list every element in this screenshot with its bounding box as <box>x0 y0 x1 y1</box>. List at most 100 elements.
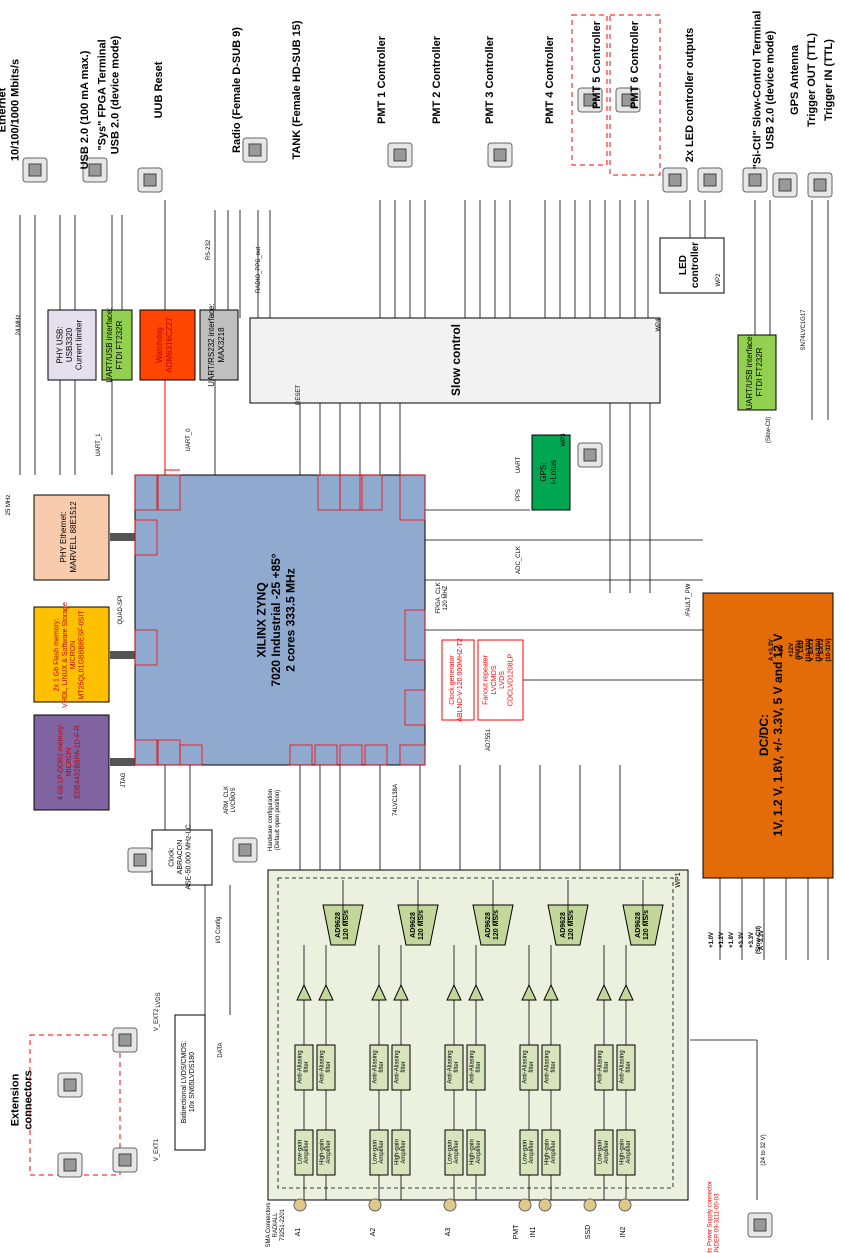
misc-radio_pps: RADIO_PPS_out <box>256 247 262 293</box>
misc-lvc138: 74LVC138A <box>393 784 399 816</box>
sma-pmt[interactable] <box>518 1198 532 1212</box>
adc4-aa-label-1: Anti-Aliasingfilter <box>523 1050 536 1083</box>
uart-usb2-label-line-1: FTDI FT232R <box>755 347 764 396</box>
dip-switch[interactable] <box>232 837 258 863</box>
misc-arm_clk: ARM_CLKLVCMOS <box>224 786 237 814</box>
adc2-aa-label-1: Anti-Aliasingfilter <box>373 1050 386 1083</box>
uart-rs232-block <box>199 309 239 381</box>
adc5-adc-label-0: AD9628120 MS/s <box>635 910 650 940</box>
led-out2[interactable] <box>697 167 723 193</box>
misc-wp4: WP4 <box>656 318 662 332</box>
pmt1-connector[interactable] <box>387 142 413 168</box>
dc-12v: +1.2V <box>719 932 725 948</box>
bank-7 <box>134 629 158 666</box>
power-connector[interactable] <box>747 1212 773 1238</box>
sma-ssd[interactable] <box>583 1198 597 1212</box>
ext-conn2[interactable] <box>57 1072 83 1098</box>
misc-wp3: WP3 <box>561 433 567 447</box>
ext-conn4[interactable] <box>57 1152 83 1178</box>
phy-usb-label-line-1: USB3320 <box>65 327 74 362</box>
led-out1[interactable] <box>662 167 688 193</box>
misc-lvds: LVDS <box>156 992 162 1007</box>
ext-conn1[interactable] <box>112 1027 138 1053</box>
input-in1-4: IN1 <box>530 1226 537 1237</box>
uub-reset-label-line-0: UUB Reset <box>153 61 165 118</box>
adc5-aa-label-2: Anti-Aliasingfilter <box>620 1050 633 1083</box>
pmt2-label: PMT 2 Controller <box>431 35 443 124</box>
phy-eth-label-line-0: PHY Ethernet: <box>59 512 68 563</box>
dc-5v: +5V <box>779 645 785 656</box>
sma-a3[interactable] <box>443 1198 457 1212</box>
fpga-label-line-1: 7020 Industrial -25 +85° <box>269 553 283 686</box>
led-outputs-label: 2x LED controller outputs <box>684 28 696 162</box>
gps-label-line-1: i-Lotus <box>549 460 558 484</box>
misc-rs232: RS-232 <box>206 239 212 260</box>
dc-33v-sc: +3.3V(Slow-Ctl) <box>749 926 762 954</box>
radio-connector[interactable] <box>242 137 268 163</box>
dc-vext1: V_EXT1(10-32V) <box>809 638 822 662</box>
pmt3-connector[interactable] <box>487 142 513 168</box>
bank-14 <box>399 744 426 766</box>
bank-4 <box>339 474 363 511</box>
pmt5-connector[interactable] <box>577 87 603 113</box>
sictl-connector[interactable] <box>742 167 768 193</box>
ext-conn3[interactable] <box>112 1147 138 1173</box>
dc-1v: +1.0V <box>709 932 715 948</box>
sma-in1[interactable] <box>538 1198 552 1212</box>
power-conn-label-line-1: BINDER 09-3111-00-03 <box>715 1193 721 1253</box>
ethernet-connector[interactable] <box>22 157 48 183</box>
input-a3-2: A3 <box>445 1228 452 1237</box>
connectors <box>22 87 833 1238</box>
trigger-out[interactable] <box>807 172 833 198</box>
misc-v_ext2: V_EXT2 <box>154 1008 160 1031</box>
uart-usb1-label-line-1: FTDI FT232R <box>115 320 124 369</box>
led-controller-block <box>659 237 725 294</box>
trigger-in-label-line-0: Trigger IN (TTL) <box>823 39 835 121</box>
misc-fault: /FAULT_PW <box>686 583 692 616</box>
adc-channel-2 <box>369 880 439 1200</box>
misc-uart1: UART_1 <box>96 433 102 457</box>
pmt1-label-line-0: PMT 1 Controller <box>376 35 388 124</box>
fanout-label-line-2: LVDS <box>499 671 506 689</box>
sma-a1[interactable] <box>293 1198 307 1212</box>
gps-antenna[interactable] <box>772 172 798 198</box>
sma-a2[interactable] <box>368 1198 382 1212</box>
bank-12 <box>339 744 363 766</box>
bank-17 <box>179 744 203 766</box>
pmt5-label-line-0: PMT 5 Controller <box>591 20 603 109</box>
gps-block <box>531 434 571 511</box>
fpga-block <box>134 474 426 766</box>
adc4-lg-label-3: Low-gainAmplifier <box>523 1140 536 1164</box>
reset-button[interactable] <box>137 167 163 193</box>
sictl-label: "Si-Ctl" Slow-Control TerminalUSB 2.0 (d… <box>751 11 776 170</box>
dcdc-block <box>702 592 834 879</box>
usb-label: USB 2.0 (100 mA max.) <box>79 50 91 169</box>
usb-connector[interactable] <box>82 157 108 183</box>
adc3-adc-label-0: AD9628120 MS/s <box>485 910 500 940</box>
misc-mhz25: 25 MHz <box>6 495 12 516</box>
pmt6-box <box>609 14 661 176</box>
misc-ext_sma: SMA ConnectorsRADIALL73251-2201 <box>266 1202 286 1247</box>
uart-usb2-label-line-0: UART/USB interface: <box>745 334 754 409</box>
clock-gen-label: Clock generatorABLNO-V-120.000MHZ-T2 <box>449 638 464 722</box>
gps-module-icon[interactable] <box>577 442 603 468</box>
adc-channel-3 <box>444 880 514 1200</box>
misc-fpga_clk: FPGA_CLK120 MHZ <box>436 582 449 613</box>
ddr-block <box>33 714 110 811</box>
input-ssd-5: SSD <box>585 1225 592 1239</box>
fanout-label-line-0: Fanout repeater <box>482 654 489 704</box>
radio-label: Radio (Female D-SUB 9) <box>231 27 243 153</box>
adc1-lg-label-3: Low-gainAmplifier <box>298 1140 311 1164</box>
clock-label-line-2: ASE-50.000 MHz-LC <box>185 824 192 889</box>
misc-uart: UART <box>516 457 522 474</box>
misc-jtag: JTAG <box>121 772 127 787</box>
phy-eth-block <box>33 494 110 581</box>
jtag-connector[interactable] <box>127 847 153 873</box>
pmt6-label-line-0: PMT 6 Controller <box>629 20 641 109</box>
sma-in2[interactable] <box>618 1198 632 1212</box>
pmt6-connector[interactable] <box>615 87 641 113</box>
uart-usb1-block <box>101 309 133 381</box>
fanout-label: Fanout repeaterLVCMOSLVDSCDCLVD1208LP <box>482 653 514 706</box>
adc3-hg-label-4: High-gainAmplifier <box>470 1139 483 1165</box>
